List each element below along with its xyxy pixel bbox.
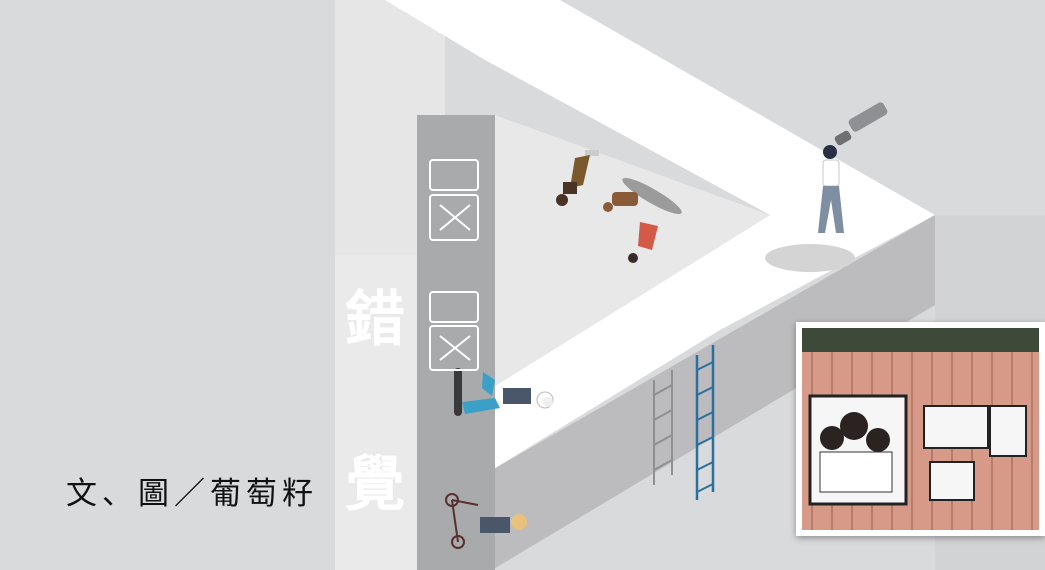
mural-photo-inset <box>796 322 1045 536</box>
ladder-icon <box>653 370 673 485</box>
person-with-telescope-icon <box>818 102 888 233</box>
scooter-rider-icon <box>445 493 527 549</box>
skateboarder-on-wall-icon <box>454 368 554 416</box>
blue-ladder-icon <box>695 345 715 500</box>
byline-credit: 文、圖／葡萄籽 <box>66 476 318 512</box>
upside-down-person-icon <box>556 150 599 206</box>
mural-photo-icon <box>802 328 1039 530</box>
skateboarder-icon <box>603 177 682 263</box>
title-char-2: 覺 <box>345 450 405 520</box>
outline-character-decoration <box>429 159 479 371</box>
title-char-1: 錯 <box>345 285 405 355</box>
